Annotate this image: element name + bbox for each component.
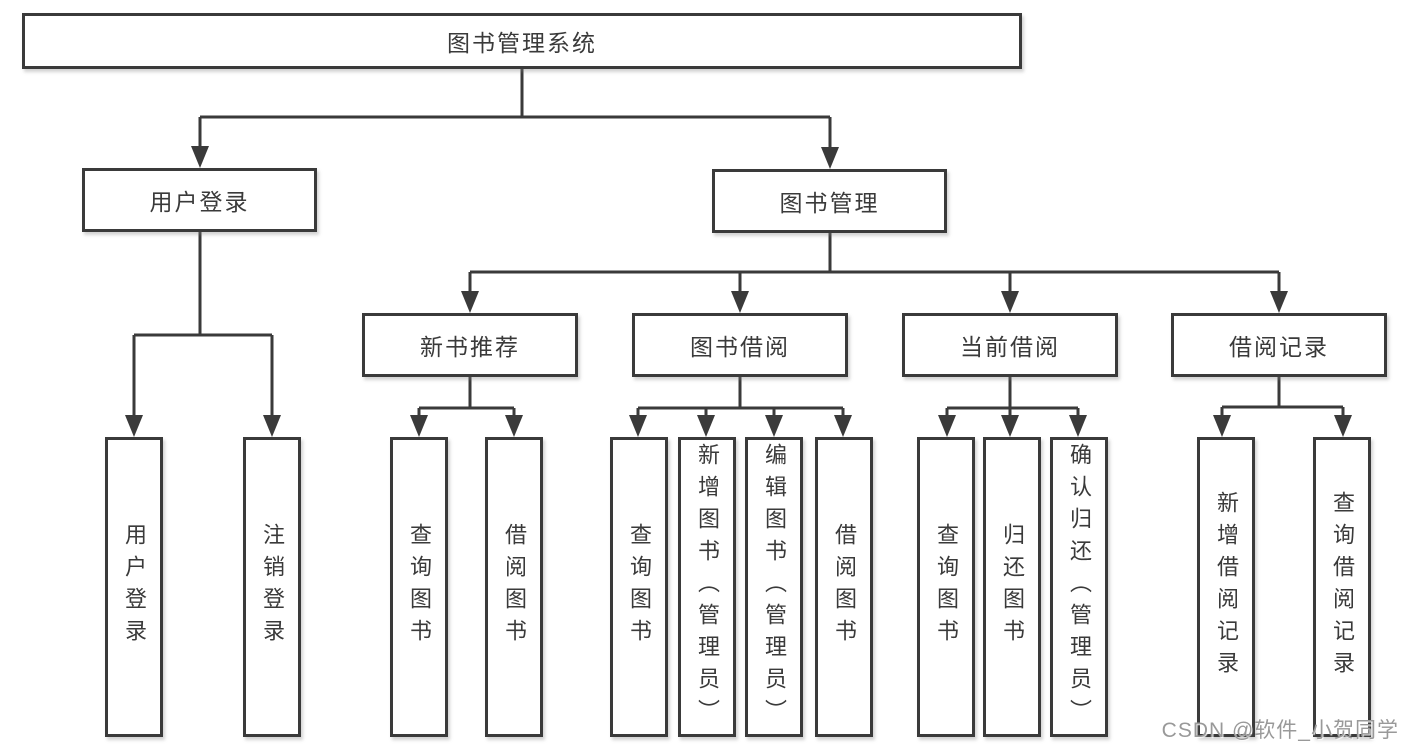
leaf-add-book-admin: 新增图书（管理员） [678, 437, 736, 737]
connector-bookmgmt-to-level3 [468, 233, 1281, 293]
csdn-watermark: CSDN @软件_小贺同学 [1161, 719, 1399, 742]
leaf-query-books-borrow: 查询图书 [610, 437, 668, 737]
leaf-confirm-return-admin: 确认归还（管理员） [1050, 437, 1108, 737]
leaf-borrow-books-label: 借阅图书 [832, 523, 857, 651]
connector-borrowrecord-to-leaves [1220, 377, 1345, 418]
leaf-query-books-current: 查询图书 [917, 437, 975, 737]
connector-root-to-level2 [198, 69, 832, 149]
node-borrow-record: 借阅记录 [1171, 313, 1387, 377]
leaf-user-login-label: 用户登录 [122, 523, 147, 651]
leaf-logout: 注销登录 [243, 437, 301, 737]
leaf-edit-book-admin-label: 编辑图书（管理员） [762, 443, 787, 731]
leaf-add-borrow-record-label: 新增借阅记录 [1214, 491, 1239, 683]
node-user-login: 用户登录 [82, 168, 317, 232]
node-book-borrow: 图书借阅 [632, 313, 848, 377]
connector-currentborrow-to-leaves [945, 377, 1080, 418]
node-new-book-recommend: 新书推荐 [362, 313, 578, 377]
leaf-confirm-return-admin-label: 确认归还（管理员） [1067, 443, 1092, 731]
leaf-borrow-books: 借阅图书 [815, 437, 873, 737]
leaf-borrow-books-recommend: 借阅图书 [485, 437, 543, 737]
node-library-system: 图书管理系统 [22, 13, 1022, 69]
leaf-query-books-recommend: 查询图书 [390, 437, 448, 737]
leaf-add-book-admin-label: 新增图书（管理员） [695, 443, 720, 731]
leaf-query-borrow-record: 查询借阅记录 [1313, 437, 1371, 737]
connector-newbook-to-leaves [417, 377, 516, 418]
leaf-query-books-recommend-label: 查询图书 [407, 523, 432, 651]
leaf-borrow-books-recommend-label: 借阅图书 [502, 523, 527, 651]
connector-bookborrow-to-leaves [636, 377, 845, 418]
leaf-logout-label: 注销登录 [260, 523, 285, 651]
leaf-query-books-current-label: 查询图书 [934, 523, 959, 651]
leaf-query-books-borrow-label: 查询图书 [627, 523, 652, 651]
leaf-edit-book-admin: 编辑图书（管理员） [745, 437, 803, 737]
leaf-user-login: 用户登录 [105, 437, 163, 737]
leaf-add-borrow-record: 新增借阅记录 [1197, 437, 1255, 737]
node-current-borrow: 当前借阅 [902, 313, 1118, 377]
node-book-management: 图书管理 [712, 169, 947, 233]
leaf-return-book-label: 归还图书 [1000, 523, 1025, 651]
connector-userlogin-to-leaves [132, 232, 274, 417]
leaf-return-book: 归还图书 [983, 437, 1041, 737]
leaf-query-borrow-record-label: 查询借阅记录 [1330, 491, 1355, 683]
